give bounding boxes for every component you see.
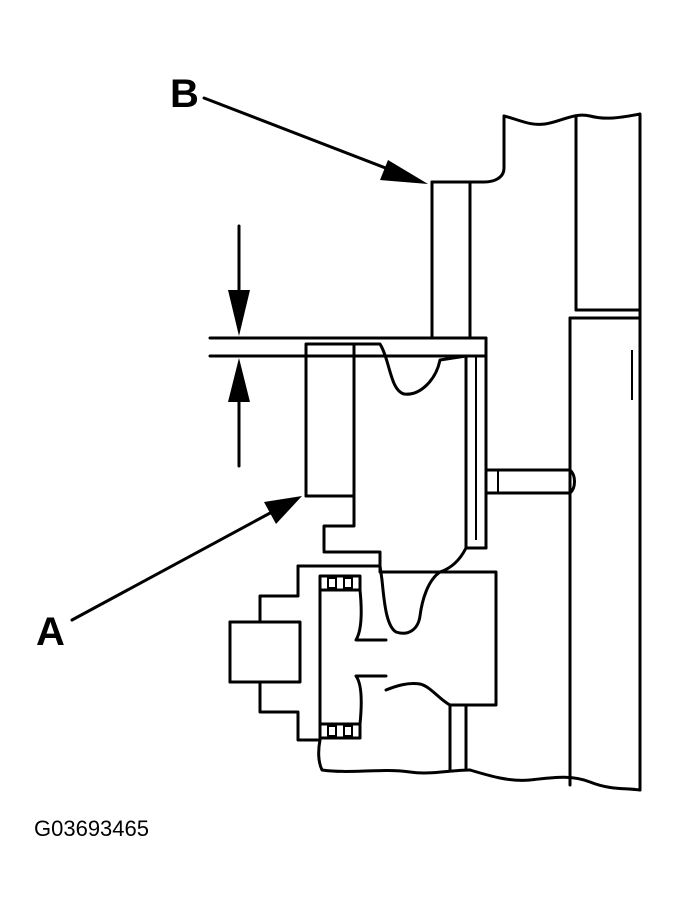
- gear-body: [322, 342, 498, 772]
- leader-arrow-b: [202, 96, 428, 184]
- figure-id: G03693465: [34, 816, 149, 841]
- callout-label-b: B: [170, 72, 199, 116]
- bearing-gear: [228, 564, 472, 775]
- callout-label-a: A: [36, 610, 65, 654]
- reference-plate: [208, 336, 488, 550]
- shaft-pin: [484, 468, 576, 495]
- gap-measurement-arrows: [228, 224, 250, 468]
- housing: [430, 112, 642, 792]
- leader-arrow-a: [70, 496, 302, 622]
- plate-b: [430, 180, 472, 340]
- part-a: [304, 342, 356, 552]
